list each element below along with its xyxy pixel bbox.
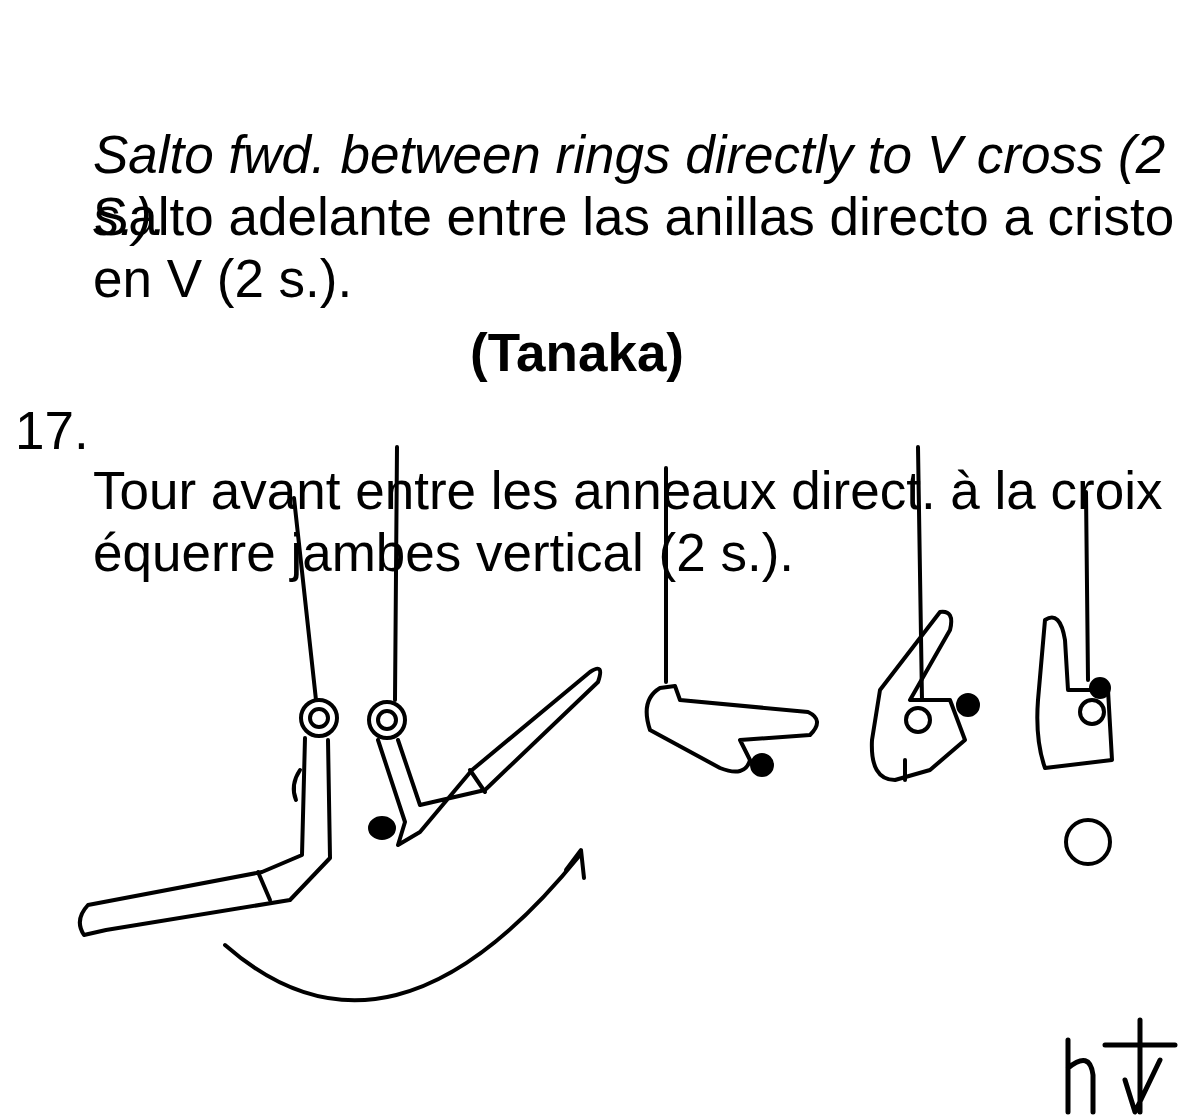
gymnast-figure <box>647 686 817 772</box>
ring <box>378 711 396 729</box>
ring <box>369 702 405 738</box>
ring <box>906 708 930 732</box>
rotation-arrow <box>225 855 580 1000</box>
gymnast-hand <box>1091 679 1109 697</box>
description-french: Tour avant entre les anneaux direct. à l… <box>93 460 1193 584</box>
gymnast-figure <box>872 612 965 780</box>
ring <box>1080 700 1104 724</box>
ring <box>301 700 337 736</box>
element-name: (Tanaka) <box>327 322 827 384</box>
rope <box>1086 492 1088 680</box>
gymnast-figure <box>903 760 907 780</box>
element-symbol <box>1068 1040 1093 1112</box>
gymnast-head <box>752 755 772 775</box>
gymnast-figure <box>470 770 485 792</box>
item-number: 17. <box>15 400 95 462</box>
gymnast-head <box>1066 820 1110 864</box>
gymnast-figure <box>1037 618 1112 769</box>
gymnast-figure <box>378 669 600 845</box>
gymnast-head <box>370 818 394 838</box>
gymnast-figure <box>258 872 270 900</box>
gymnast-hand <box>958 695 978 715</box>
element-symbol <box>1105 1020 1175 1112</box>
gymnast-figure <box>80 738 330 935</box>
gymnast-figure <box>294 770 300 800</box>
ring <box>310 709 328 727</box>
rotation-arrow <box>566 850 584 878</box>
description-spanish: Salto adelante entre las anillas directo… <box>93 186 1193 310</box>
